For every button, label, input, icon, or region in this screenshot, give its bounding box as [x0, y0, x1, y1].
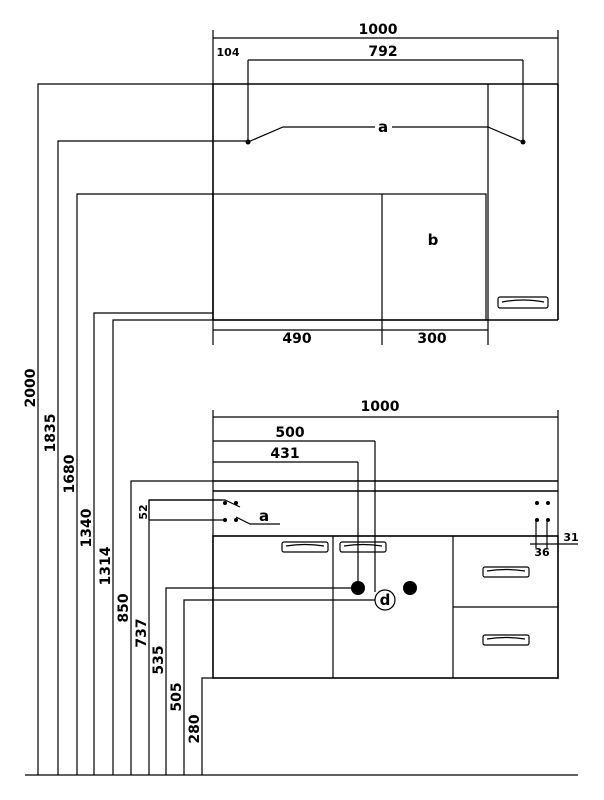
- height-505-label: 505: [169, 682, 185, 711]
- right-fixing-holes: [530, 520, 578, 548]
- door-left-width-label: 490: [282, 331, 311, 347]
- height-lines: [37, 83, 375, 775]
- upper-door-panel: [212, 193, 487, 321]
- upper-door-dimension: [212, 320, 489, 345]
- height-535-label: 535: [151, 645, 167, 674]
- pipe-right: [403, 581, 417, 595]
- upper-width-dimension: [212, 30, 559, 84]
- lower-handle-1: [281, 541, 329, 553]
- lower-cabinet: [212, 480, 559, 679]
- lower-width-dimension: [212, 410, 559, 481]
- height-850-label: 850: [116, 593, 132, 622]
- dim-431-label: 431: [270, 446, 299, 462]
- bracket-span-dimension: [247, 59, 524, 142]
- drain-marker: [374, 589, 396, 611]
- lower-width-label: 1000: [361, 399, 400, 415]
- height-2000-label: 2000: [23, 368, 39, 407]
- height-1340-label: 1340: [79, 508, 95, 547]
- panel-label: b: [428, 231, 439, 249]
- pipe-left: [351, 581, 365, 595]
- bracket-label: a: [378, 118, 388, 136]
- height-280-label: 280: [187, 714, 203, 743]
- upper-handle: [497, 296, 549, 309]
- upper-offset-label: 104: [217, 46, 240, 59]
- drawer-handle-2: [482, 634, 530, 646]
- upper-width-label: 1000: [359, 22, 398, 38]
- fixing-spacing-label: 52: [137, 504, 150, 519]
- dim-431: [213, 461, 359, 582]
- fixing-label: a: [259, 507, 269, 525]
- dim-500: [213, 440, 376, 592]
- drawer-handle-1: [482, 566, 530, 578]
- height-1835-label: 1835: [43, 414, 59, 453]
- bracket-span-label: 792: [368, 44, 397, 60]
- door-right-width-label: 300: [417, 331, 446, 347]
- drain-label: d: [380, 591, 391, 609]
- bracket-leader: [247, 126, 375, 143]
- height-1314-label: 1314: [98, 546, 114, 585]
- height-737-label: 737: [134, 618, 150, 647]
- lower-handle-2: [339, 541, 387, 553]
- right-hole-spacing-label: 31: [563, 531, 578, 544]
- height-1680-label: 1680: [62, 454, 78, 493]
- dim-500-label: 500: [275, 425, 304, 441]
- right-hole-offset-label: 36: [534, 546, 550, 559]
- bracket-leader-right: [392, 126, 524, 143]
- upper-cabinet: [212, 83, 559, 321]
